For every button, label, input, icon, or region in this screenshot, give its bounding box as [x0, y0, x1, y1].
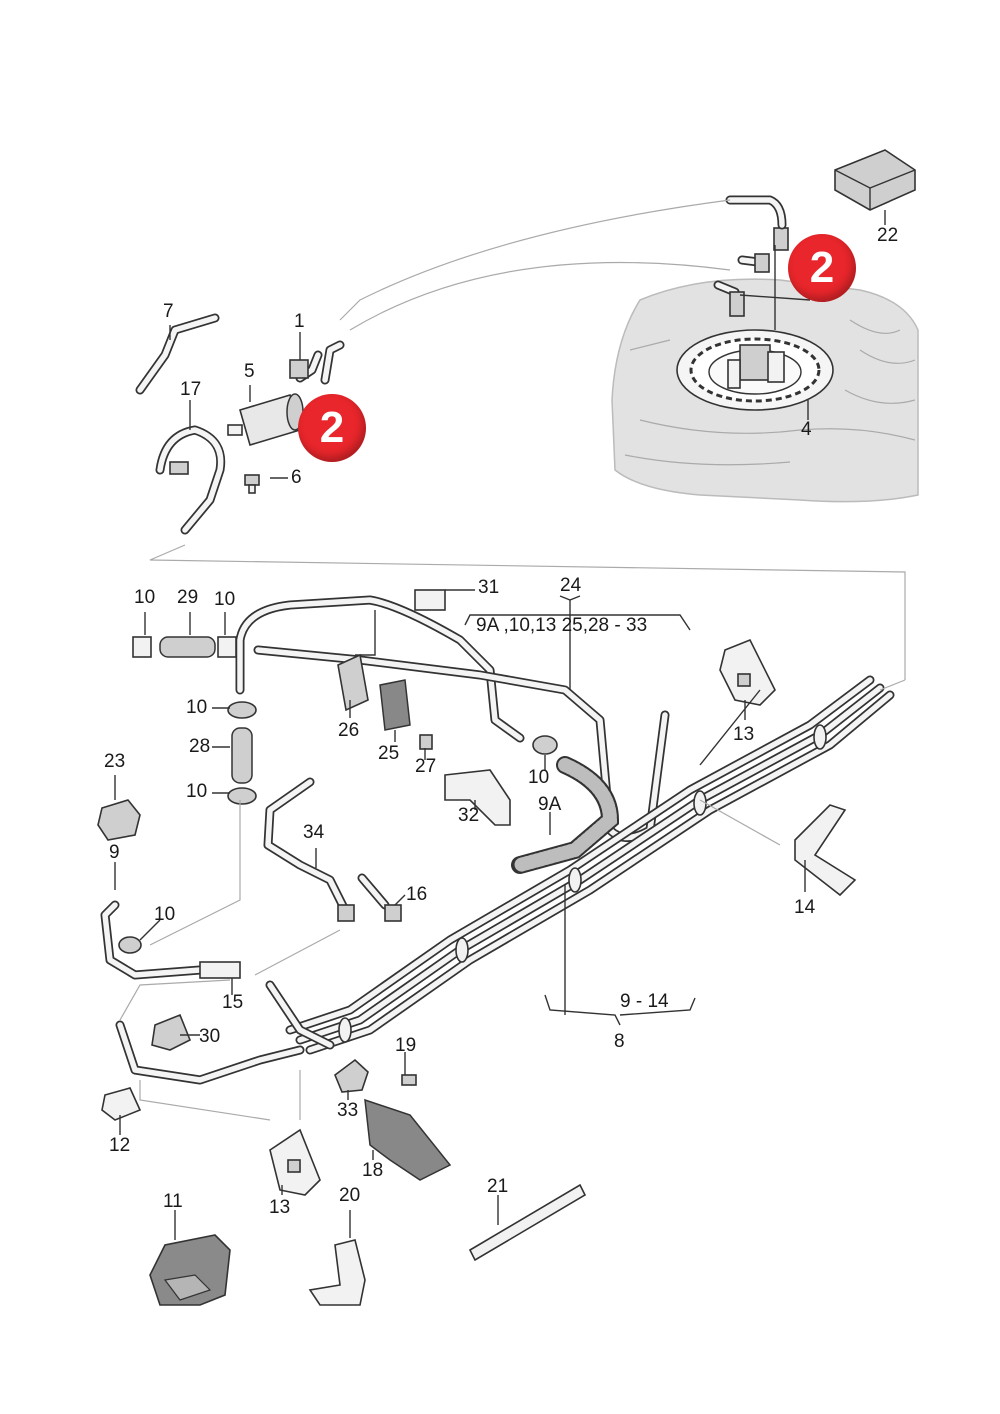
hose-9	[100, 900, 241, 980]
label-25: 25	[378, 743, 400, 764]
label-31: 31	[478, 577, 500, 598]
clip-14	[794, 804, 857, 897]
badge-callout-top-right: 2	[788, 234, 856, 302]
hose-7	[135, 313, 220, 395]
label-10f: 10	[154, 904, 176, 925]
label-16: 16	[406, 884, 428, 905]
label-10e: 10	[528, 767, 550, 788]
label-24: 24	[560, 575, 582, 596]
upper-fuel-lines	[295, 195, 811, 385]
hose-16	[357, 873, 402, 922]
cover-11	[149, 1234, 231, 1306]
fuel-pump-flange	[676, 329, 834, 411]
hose-28	[227, 701, 257, 805]
label-33: 33	[337, 1100, 359, 1121]
label-26: 26	[338, 720, 360, 741]
label-19: 19	[395, 1035, 417, 1056]
bracket-13-right	[719, 638, 776, 706]
label-29: 29	[177, 587, 199, 608]
label-13-right: 13	[733, 724, 755, 745]
label-13-lower: 13	[269, 1197, 291, 1218]
label-group-8: 9 - 14	[620, 991, 669, 1012]
label-8: 8	[614, 1031, 625, 1052]
label-20: 20	[339, 1185, 361, 1206]
label-23: 23	[104, 751, 126, 772]
label-9a: 9A	[538, 794, 562, 815]
fuel-filter	[227, 359, 309, 446]
label-12: 12	[109, 1135, 131, 1156]
hose-34	[263, 777, 355, 922]
label-10c: 10	[186, 697, 208, 718]
label-15: 15	[222, 992, 244, 1013]
label-14: 14	[794, 897, 816, 918]
label-9: 9	[109, 842, 120, 863]
label-1: 1	[294, 311, 305, 332]
small-parts	[337, 589, 558, 826]
bracket-13-lower	[269, 1128, 321, 1196]
boundary-line	[149, 544, 906, 680]
control-unit-box	[834, 149, 916, 211]
label-22: 22	[877, 225, 899, 246]
label-18: 18	[362, 1160, 384, 1181]
label-4: 4	[801, 419, 812, 440]
line-bundle	[285, 675, 895, 1055]
hose-17	[155, 425, 226, 535]
bracket-20	[308, 1239, 366, 1306]
label-10d: 10	[186, 781, 208, 802]
rail-21	[468, 1183, 587, 1262]
badge-callout-filter: 2	[298, 394, 366, 462]
clips-left	[97, 799, 192, 1121]
label-27: 27	[415, 756, 437, 777]
label-6: 6	[291, 467, 302, 488]
bolt-6	[244, 474, 260, 494]
pump-connectors	[713, 227, 789, 317]
hose-29	[132, 636, 237, 658]
label-5: 5	[244, 361, 255, 382]
label-21: 21	[487, 1176, 509, 1197]
label-10b: 10	[214, 589, 236, 610]
return-line	[115, 980, 335, 1085]
label-10a: 10	[134, 587, 156, 608]
dashed-connectors	[119, 679, 906, 1121]
leader-lines	[114, 210, 886, 1240]
label-group-24: 9A ,10,13 25,28 - 33	[476, 615, 648, 636]
label-32: 32	[458, 805, 480, 826]
label-28: 28	[189, 736, 211, 757]
label-7: 7	[163, 301, 174, 322]
label-11: 11	[163, 1191, 183, 1212]
label-34: 34	[303, 822, 325, 843]
label-17: 17	[180, 379, 202, 400]
parts-18-19-33	[334, 1058, 452, 1181]
label-30: 30	[199, 1026, 221, 1047]
hose-9a	[511, 756, 620, 874]
